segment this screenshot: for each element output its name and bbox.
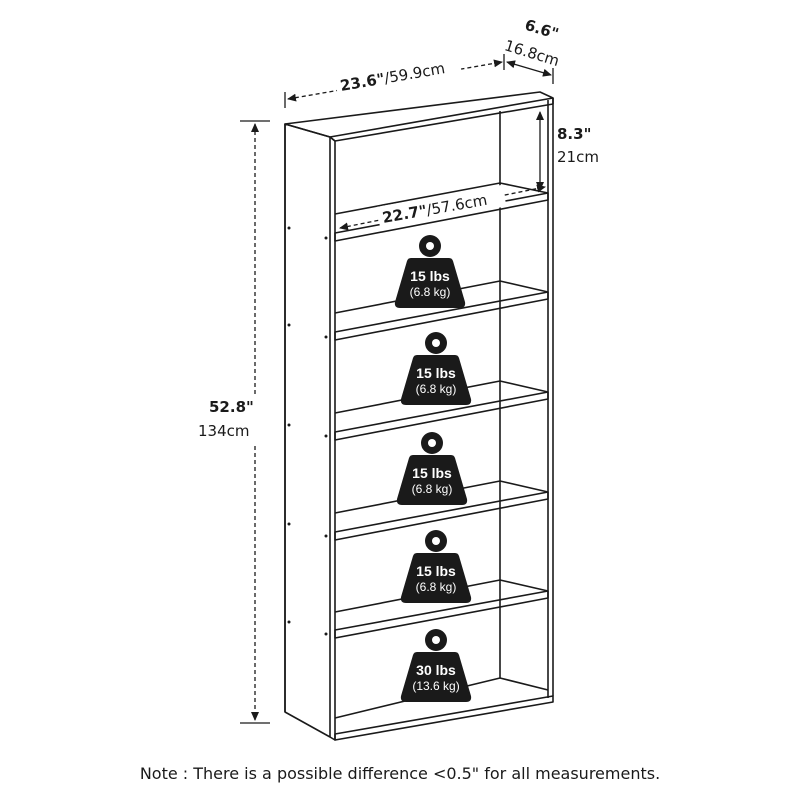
- measurement-note: Note : There is a possible difference <0…: [139, 764, 661, 783]
- bookshelf: [284, 91, 554, 741]
- weight-icon-3: 15 lbs (6.8 kg): [396, 432, 468, 505]
- shelf-pin-holes: [287, 226, 328, 636]
- weight-4-kg: (6.8 kg): [416, 580, 457, 594]
- shelf-gap-cm-label: 21cm: [557, 148, 599, 166]
- left-side-panel: [284, 123, 336, 741]
- depth-inches-label: 6.6": [523, 16, 561, 43]
- weight-5-kg: (13.6 kg): [412, 679, 459, 693]
- weight-icon-2: 15 lbs (6.8 kg): [400, 332, 472, 405]
- weight-1-kg: (6.8 kg): [410, 285, 451, 299]
- weight-2-lbs: 15 lbs: [416, 365, 456, 381]
- weight-5-lbs: 30 lbs: [416, 662, 456, 678]
- weight-1-lbs: 15 lbs: [410, 268, 450, 284]
- weight-3-lbs: 15 lbs: [412, 465, 452, 481]
- top-panel: [284, 91, 554, 138]
- weight-icon-5: 30 lbs (13.6 kg): [400, 629, 472, 702]
- depth-dimension-line: [506, 60, 552, 77]
- weight-icon-1: 15 lbs (6.8 kg): [394, 235, 466, 308]
- weight-2-kg: (6.8 kg): [416, 382, 457, 396]
- weight-icon-4: 15 lbs (6.8 kg): [400, 530, 472, 603]
- height-inches-label: 52.8": [209, 398, 254, 416]
- weight-3-kg: (6.8 kg): [412, 482, 453, 496]
- shelf-gap-inches-label: 8.3": [557, 125, 591, 143]
- bottom-panel: [334, 695, 554, 741]
- svg-text:23.6"/59.9cm: 23.6"/59.9cm: [339, 59, 447, 95]
- weight-4-lbs: 15 lbs: [416, 563, 456, 579]
- height-cm-label: 134cm: [198, 422, 250, 440]
